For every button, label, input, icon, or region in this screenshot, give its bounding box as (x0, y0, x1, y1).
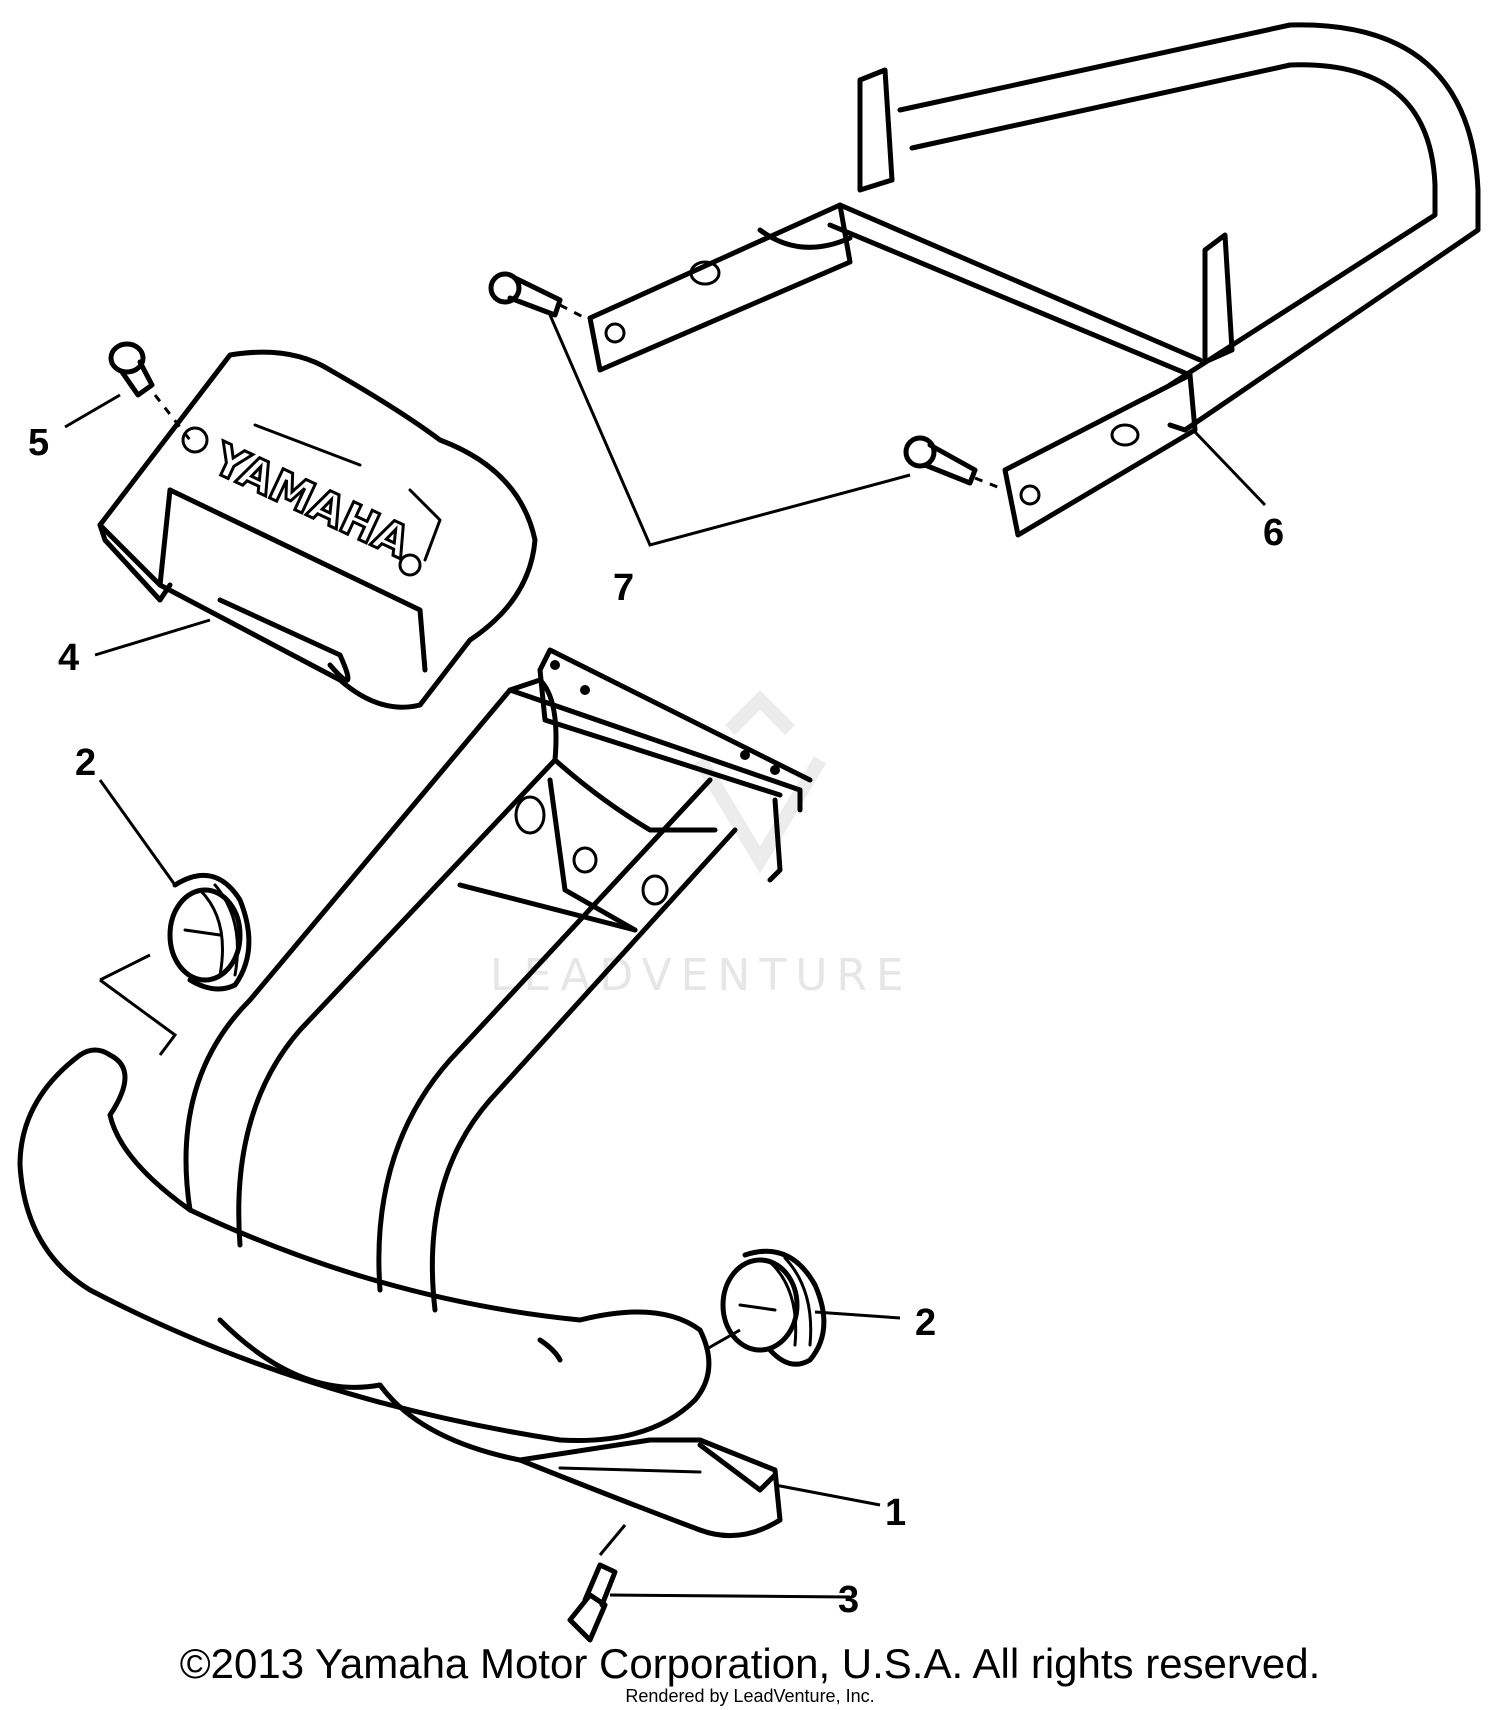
callout-1: 1 (885, 1492, 906, 1534)
part-2-bushing-upper (167, 872, 252, 992)
copyright-notice: ©2013 Yamaha Motor Corporation, U.S.A. A… (179, 1640, 1321, 1687)
rendered-by-notice: Rendered by LeadVenture, Inc. (625, 1686, 875, 1706)
part-7-bolt-upper (488, 271, 563, 318)
part-3-bolt (567, 1562, 618, 1643)
yamaha-logo: YAMAHA (204, 433, 417, 569)
part-2-bushing-lower (720, 1248, 827, 1367)
part-1-skid-plate (517, 1437, 783, 1539)
watermark-text: LEADVENTURE (490, 950, 913, 1001)
watermark: LEADVENTURE (490, 690, 913, 1001)
part-7-bolt-lower (903, 435, 978, 486)
part-6-rear-carrier (587, 22, 1481, 538)
callout-2-lower: 2 (915, 1302, 936, 1344)
callout-7: 7 (613, 567, 634, 609)
callout-2-upper: 2 (75, 742, 96, 784)
callout-5: 5 (28, 422, 49, 464)
part-4-cover: YAMAHA (97, 349, 538, 710)
callout-3: 3 (838, 1579, 859, 1621)
main-frame (17, 647, 813, 1463)
callout-6: 6 (1263, 512, 1284, 554)
part-5-screw (108, 341, 155, 398)
callout-4: 4 (58, 637, 79, 679)
